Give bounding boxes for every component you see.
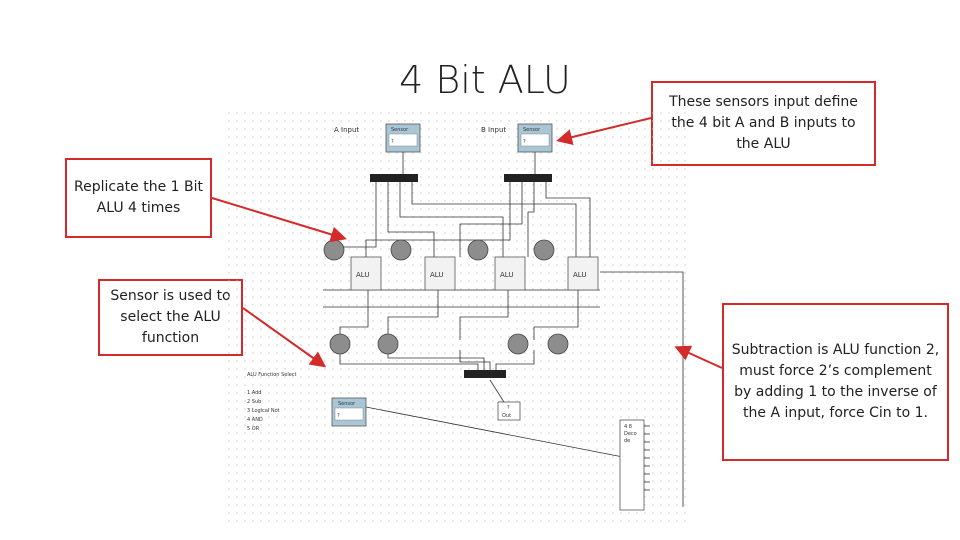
alu-bit-0[interactable]: ALU [350,256,382,291]
bulb-out-2 [507,333,529,355]
callout-sensors-input-text: These sensors input define the 4 bit A a… [669,94,858,152]
alu-bit-3[interactable]: ALU [567,256,599,291]
a-sensor-label: Sensor [391,127,409,133]
callout-replicate: Replicate the 1 Bit ALU 4 times [65,158,212,238]
alu-bit-2[interactable]: ALU [494,256,526,291]
function-select-sensor[interactable]: Sensor ? [331,397,367,427]
callout-subtraction-text: Subtraction is ALU function 2, must forc… [731,342,940,421]
b-bus-splitter[interactable] [504,174,552,182]
bulb-b0 [390,239,412,261]
alu-3-label: ALU [573,271,586,279]
out-label: Out [502,413,511,419]
callout-sensor-select-text: Sensor is used to select the ALU functio… [110,288,231,346]
b-input-sensor[interactable]: Sensor ? [517,123,553,153]
slide-title: 4 Bit ALU [399,58,571,102]
a-input-sensor[interactable]: Sensor ? [385,123,421,153]
bulb-a0 [323,239,345,261]
select-sensor-label: Sensor [338,401,356,407]
b-sensor-value: ? [523,139,526,145]
function-item-2: 2 Sub [247,399,261,405]
out-value: ? [507,405,510,411]
alu-2-label: ALU [500,271,513,279]
select-sensor-value: ? [337,413,340,419]
function-item-4: 4 AND [247,417,263,423]
wires [323,152,684,507]
bulb-a1 [467,239,489,261]
alu-circuit-diagram: A Input Sensor ? B Input Sensor ? [228,112,690,522]
bulb-out-1 [377,333,399,355]
output-display: ? Out [497,401,521,421]
a-bus-splitter[interactable] [370,174,418,182]
decoder[interactable]: 4 8 Deco de [619,419,645,511]
b-input-label: B Input [481,126,506,134]
a-sensor-value: ? [391,139,394,145]
function-item-5: 5 OR [247,426,260,432]
callout-sensor-select: Sensor is used to select the ALU functio… [98,279,243,356]
alu-1-label: ALU [430,271,443,279]
out-bus-splitter[interactable] [464,370,506,378]
function-item-3: 3 Logical Not [247,408,280,414]
decoder-label-line1: 4 8 [624,424,632,430]
function-item-1: 1 Add [247,390,261,396]
callout-replicate-text: Replicate the 1 Bit ALU 4 times [74,179,203,216]
a-input-label: A Input [334,126,359,134]
b-sensor-label: Sensor [523,127,541,133]
alu-0-label: ALU [356,271,369,279]
bulb-out-0 [329,333,351,355]
decoder-label-line3: de [624,438,630,444]
decoder-label-line2: Deco [624,431,637,437]
bulb-b1 [533,239,555,261]
function-select-title: ALU Function Select [247,372,297,378]
callout-subtraction: Subtraction is ALU function 2, must forc… [722,303,949,461]
alu-bit-1[interactable]: ALU [424,256,456,291]
bulb-out-3 [547,333,569,355]
